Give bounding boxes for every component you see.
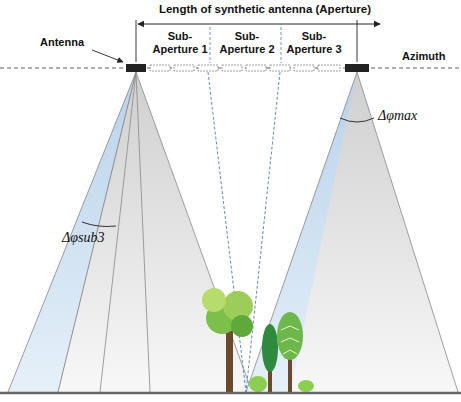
left-beam xyxy=(8,72,252,392)
sub-beam-line xyxy=(246,72,280,392)
synthetic-elements xyxy=(150,65,340,71)
bracket-tick xyxy=(136,20,137,62)
part-name: Antenna xyxy=(30,36,94,49)
leader-line xyxy=(92,50,123,62)
dimension-label: Length of synthetic antenna (Aperture) xyxy=(150,3,380,16)
bracket-tick xyxy=(357,20,358,62)
sub-aperture-label: Sub- Aperture 3 xyxy=(285,30,343,55)
sub-aperture-label: Sub- Aperture 1 xyxy=(152,30,208,55)
ground-line xyxy=(0,392,461,395)
right-beam xyxy=(246,72,458,392)
antenna xyxy=(345,64,369,72)
aperture-arrow xyxy=(138,24,380,25)
angle-label: Δφsub3 xyxy=(62,230,132,246)
antenna xyxy=(126,64,146,72)
angle-label: Δφmax xyxy=(378,108,448,124)
trees xyxy=(202,288,314,392)
sub-aperture-divider xyxy=(210,27,211,63)
sub-aperture-divider xyxy=(281,27,282,63)
axis-label: Azimuth xyxy=(402,50,458,63)
sub-beam-line xyxy=(208,72,246,392)
sub-aperture-label: Sub- Aperture 2 xyxy=(216,30,278,55)
